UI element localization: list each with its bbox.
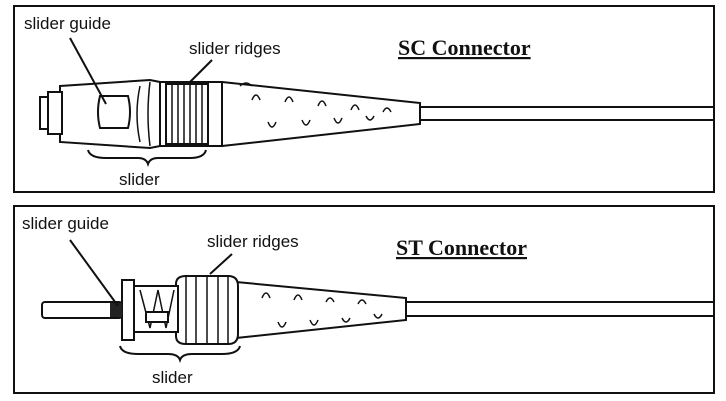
sc-label-slider-guide: slider guide	[24, 14, 111, 33]
st-label-slider-ridges: slider ridges	[207, 232, 299, 251]
sc-ferrule	[39, 91, 63, 135]
st-panel: ST Connector slider guide slider ridges …	[13, 205, 715, 394]
sc-slider-housing	[59, 78, 161, 150]
sc-label-slider-ridges: slider ridges	[189, 39, 281, 58]
st-fiber-cable	[406, 301, 714, 317]
sc-slider-ridges	[159, 81, 223, 147]
sc-title: SC Connector	[398, 35, 531, 60]
st-label-slider-guide: slider guide	[22, 214, 109, 233]
sc-slider-guide-slot	[97, 95, 131, 129]
st-slider-brace	[119, 345, 241, 364]
st-slider-ridges	[175, 275, 239, 345]
st-spring	[133, 285, 179, 333]
st-slider-guide-key	[110, 303, 122, 317]
sc-guide-leader	[69, 37, 107, 105]
st-ferrule	[41, 301, 123, 319]
sc-label-slider: slider	[119, 170, 160, 189]
sc-panel: SC Connector slider guide slider ridges …	[13, 5, 715, 193]
sc-ridges-leader	[187, 59, 213, 85]
st-flange	[121, 279, 135, 341]
sc-slider-brace	[87, 149, 207, 168]
st-label-slider: slider	[152, 368, 193, 387]
sc-fiber-cable	[420, 106, 714, 121]
st-title: ST Connector	[396, 235, 527, 260]
st-guide-leader	[69, 239, 119, 307]
st-ridges-leader	[209, 253, 233, 275]
